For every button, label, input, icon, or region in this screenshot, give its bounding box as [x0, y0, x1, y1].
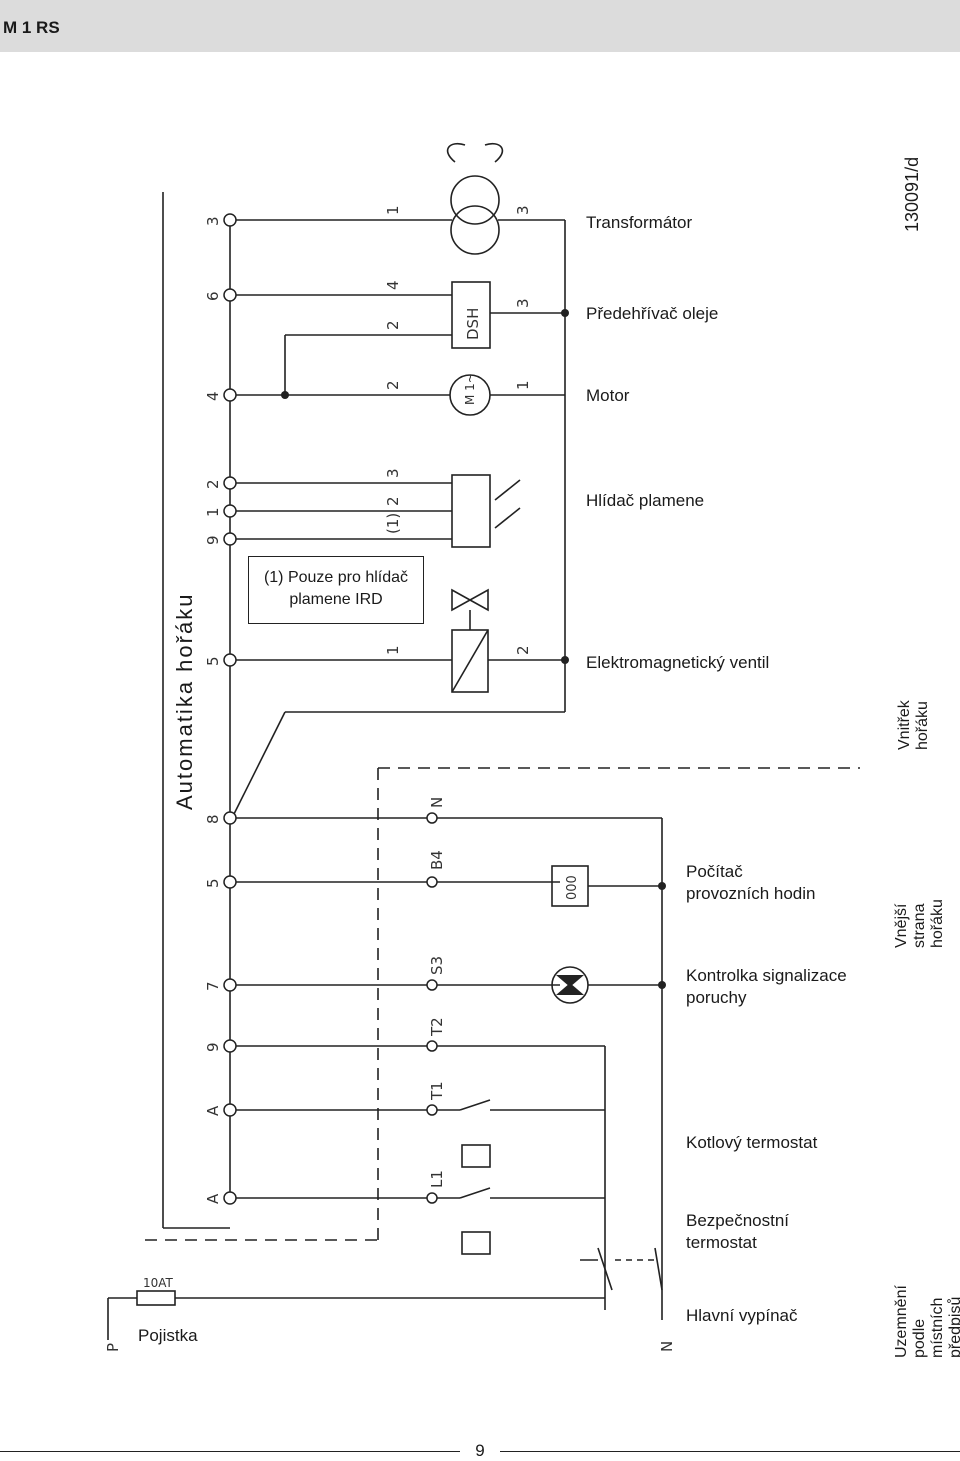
pin-transformer-3: 3	[514, 205, 532, 215]
outside-burner-label: Vnější strana hořáku	[893, 899, 946, 948]
fuse-rating: 10AT	[143, 1276, 174, 1290]
automat-terminal-5a: 5	[204, 656, 222, 666]
grounding-label: Uzemnění podle místních předpisů	[893, 1285, 960, 1358]
inside-burner-label: Vnitřek hořáku	[896, 700, 931, 750]
pin-flame-3: 3	[384, 468, 402, 478]
automat-terminal-2: 2	[204, 479, 222, 489]
fault-lamp-label: Kontrolka signalizace poruchy	[686, 966, 847, 1007]
automat-terminal-5b: 5	[204, 878, 222, 888]
counter-display: 000	[565, 875, 580, 900]
automat-label: Automatika hořáku	[172, 592, 197, 810]
automat-terminal-a2: A	[204, 1193, 222, 1204]
automat-terminal-1: 1	[204, 507, 222, 517]
automat-terminal-9: 9	[204, 535, 222, 545]
plug-terminal-b4: B4	[428, 850, 446, 870]
automat-terminal-9b: 9	[204, 1042, 222, 1052]
pin-valve-1: 1	[384, 645, 402, 655]
plug-terminal-s3: S3	[428, 956, 446, 975]
header-bar	[0, 0, 960, 52]
flame-detector-label: Hlídač plamene	[586, 491, 705, 510]
oil-preheater-label: Předehřívač oleje	[586, 304, 719, 323]
motor-label: Motor	[586, 386, 630, 405]
hour-counter-label: Počítač provozních hodin	[686, 862, 816, 903]
footer-rule-left	[0, 1451, 460, 1452]
main-switch-label: Hlavní vypínač	[686, 1306, 798, 1325]
motor-symbol: M 1~	[463, 373, 477, 405]
automat-terminal-7: 7	[204, 981, 222, 991]
page-number: 9	[465, 1441, 495, 1461]
plug-terminal-n: N	[428, 797, 446, 808]
pin-dsh-3: 3	[514, 298, 532, 308]
pin-transformer-1: 1	[384, 205, 402, 215]
pin-dsh-2: 2	[384, 320, 402, 330]
dsh-label: DSH	[464, 308, 482, 340]
automat-terminal-6: 6	[204, 291, 222, 301]
automat-terminal-a1: A	[204, 1105, 222, 1116]
plug-terminal-l1: L1	[428, 1170, 446, 1188]
pin-dsh-4: 4	[384, 280, 402, 290]
ird-note-box: (1) Pouze pro hlídač plamene IRD	[248, 556, 424, 624]
solenoid-valve-label: Elektromagnetický ventil	[586, 653, 770, 672]
plug-terminal-t2: T2	[428, 1017, 446, 1037]
plug-terminal-t1: T1	[428, 1081, 446, 1101]
pin-motor-2: 2	[384, 380, 402, 390]
safety-thermostat-label: Bezpečnostní termostat	[686, 1211, 790, 1252]
automat-terminal-3: 3	[204, 216, 222, 226]
automat-terminal-8: 8	[204, 814, 222, 824]
neutral-label: N	[658, 1341, 676, 1352]
document-title: M 1 RS	[3, 18, 60, 37]
pin-motor-1: 1	[514, 380, 532, 390]
boiler-thermostat-label: Kotlový termostat	[686, 1133, 818, 1152]
fuse-label: Pojistka	[138, 1326, 198, 1345]
transformer-label: Transformátor	[586, 213, 693, 232]
pin-valve-2: 2	[514, 645, 532, 655]
document-code: 130091/d	[902, 156, 922, 232]
pin-flame-2: 2	[384, 496, 402, 506]
phase-label: P	[104, 1343, 122, 1352]
automat-terminal-4: 4	[204, 391, 222, 401]
footer-rule-right	[500, 1451, 960, 1452]
pin-flame-1-note: (1)	[384, 513, 402, 534]
